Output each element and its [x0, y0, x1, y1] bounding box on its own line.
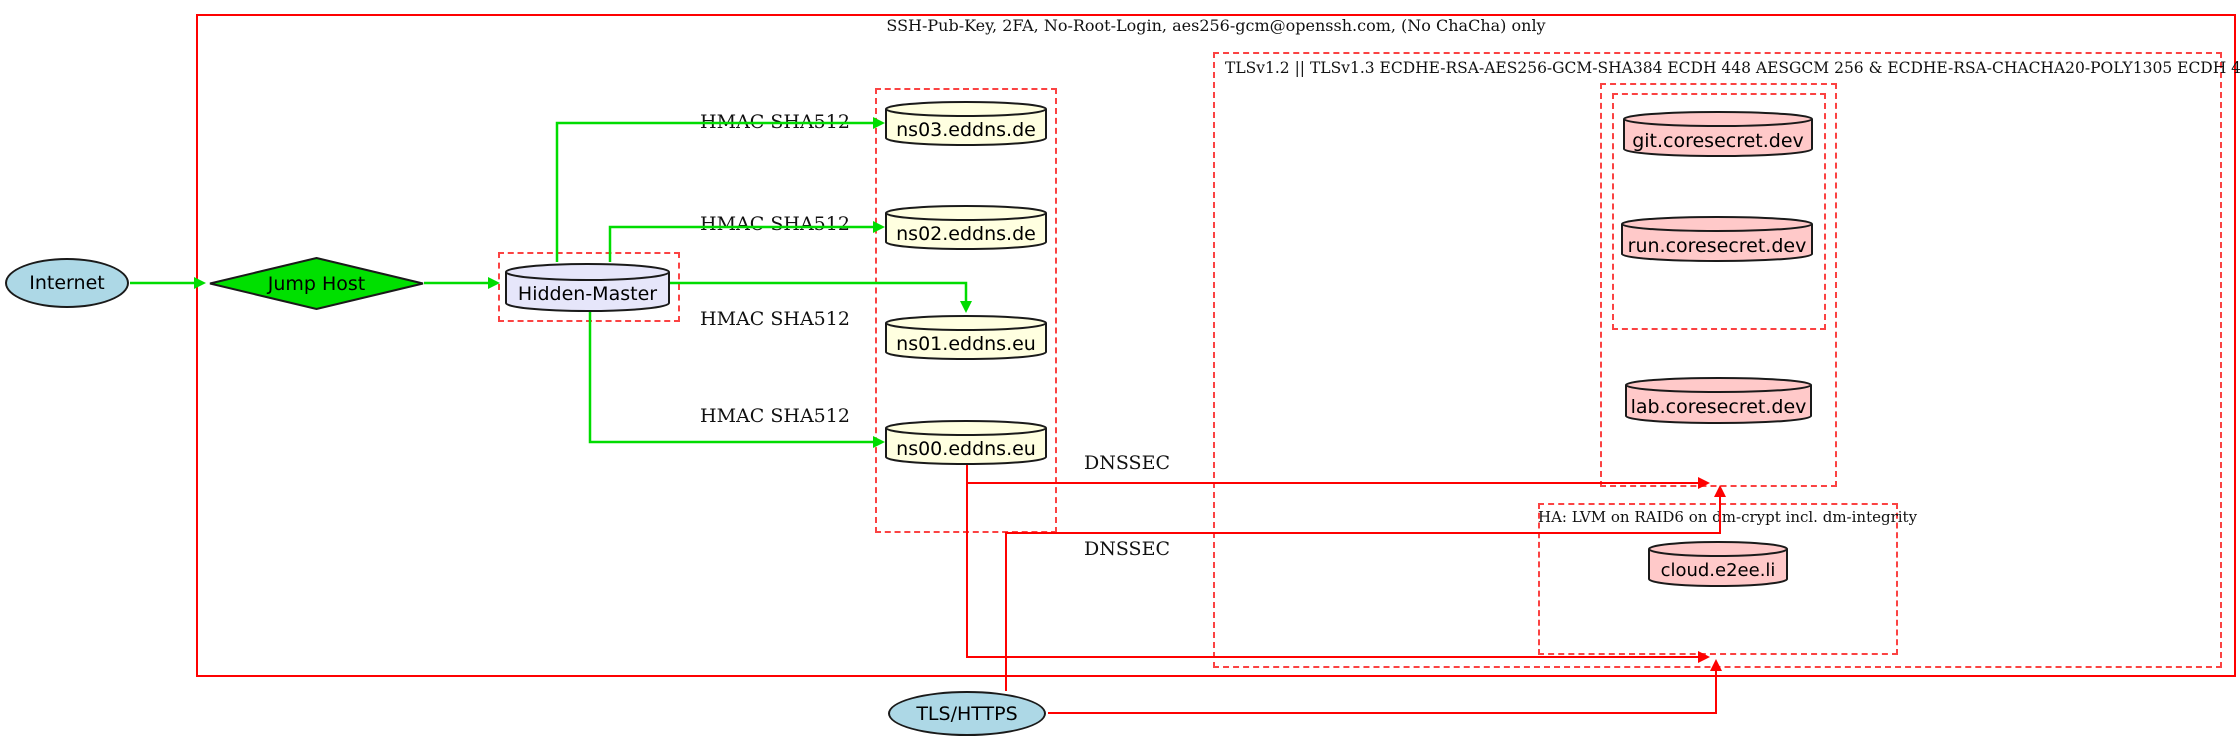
cylinder-shape	[1623, 111, 1813, 157]
cluster-coresecret-inner-box	[1612, 93, 1826, 330]
edge-hiddenmaster-ns00	[588, 312, 873, 444]
node-tls-https: TLS/HTTPS	[888, 691, 1046, 736]
arrowhead-ns03	[873, 117, 885, 129]
cylinder-shape	[505, 263, 670, 312]
edge-hiddenmaster-ns01	[670, 281, 968, 301]
node-git: git.coresecret.dev	[1623, 110, 1813, 157]
arrowhead-jumphost-hiddenmaster	[488, 277, 500, 289]
arrowhead-tls-coresecret	[1714, 485, 1726, 497]
cylinder-shape	[885, 315, 1047, 360]
cluster-ha-label: HA: LVM on RAID6 on dm-crypt incl. dm-in…	[1538, 508, 1918, 526]
cluster-coresecret-outer-box	[1600, 83, 1837, 487]
node-run: run.coresecret.dev	[1621, 215, 1813, 262]
cluster-ssh-label: SSH-Pub-Key, 2FA, No-Root-Login, aes256-…	[886, 16, 1546, 35]
edge-dnssec-ha	[966, 483, 1698, 658]
cylinder-shape	[885, 205, 1047, 250]
node-hidden-master-label: Hidden-Master	[517, 283, 658, 305]
node-ns03-label: ns03.eddns.de	[896, 119, 1036, 141]
diamond-shape	[209, 257, 424, 310]
node-git-label: git.coresecret.dev	[1632, 129, 1804, 152]
node-tls-https-label: TLS/HTTPS	[916, 702, 1018, 725]
node-ns01-label: ns01.eddns.eu	[896, 333, 1036, 355]
node-ns02-label: ns02.eddns.de	[896, 223, 1036, 245]
node-cloud-label: cloud.e2ee.li	[1660, 560, 1776, 581]
node-ns00-label: ns00.eddns.eu	[896, 438, 1036, 460]
cylinder-shape	[885, 420, 1047, 465]
arrowhead-internet-jumphost	[194, 277, 206, 289]
edge-label-dnssec-2: DNSSEC	[1084, 538, 1170, 560]
edge-tls-cloud	[1048, 671, 1717, 714]
cluster-tls-label: TLSv1.2 || TLSv1.3 ECDHE-RSA-AES256-GCM-…	[1225, 59, 2240, 77]
node-lab: lab.coresecret.dev	[1625, 376, 1812, 424]
cylinder-shape	[1648, 541, 1788, 587]
node-ns03: ns03.eddns.de	[885, 100, 1047, 146]
arrowhead-ns00	[873, 436, 885, 448]
edge-label-dnssec-1: DNSSEC	[1084, 452, 1170, 474]
node-ns01: ns01.eddns.eu	[885, 314, 1047, 360]
edge-label-hmac-ns01: HMAC SHA512	[700, 308, 850, 330]
arrowhead-ns02	[873, 221, 885, 233]
node-internet: Internet	[5, 258, 129, 308]
node-jump-host-label: Jump Host	[267, 272, 366, 295]
node-lab-label: lab.coresecret.dev	[1630, 396, 1807, 418]
cylinder-shape	[1625, 377, 1812, 424]
node-cloud: cloud.e2ee.li	[1648, 540, 1788, 587]
node-internet-label: Internet	[29, 272, 105, 294]
node-ns02: ns02.eddns.de	[885, 204, 1047, 250]
arrowhead-ns01	[960, 301, 972, 313]
node-jump-host: Jump Host	[208, 257, 425, 310]
cluster-ssh-box	[196, 14, 2236, 677]
edge-hiddenmaster-ns02	[608, 225, 873, 262]
edge-label-hmac-ns02: HMAC SHA512	[700, 213, 850, 235]
cylinder-shape	[885, 101, 1047, 146]
node-hidden-master: Hidden-Master	[505, 262, 670, 312]
edge-hiddenmaster-ns03	[555, 121, 873, 262]
arrowhead-dnssec-coresecret	[1698, 477, 1710, 489]
edge-dnssec-coresecret	[966, 465, 1698, 484]
node-ns00: ns00.eddns.eu	[885, 419, 1047, 465]
arrowhead-tls-cloud	[1710, 659, 1722, 671]
node-run-label: run.coresecret.dev	[1627, 234, 1807, 257]
edge-label-hmac-ns00: HMAC SHA512	[700, 405, 850, 427]
cylinder-shape	[1621, 216, 1813, 262]
edge-tls-coresecret	[1005, 497, 1721, 691]
cluster-ha-box	[1538, 503, 1898, 655]
arrowhead-dnssec-ha	[1698, 651, 1710, 663]
